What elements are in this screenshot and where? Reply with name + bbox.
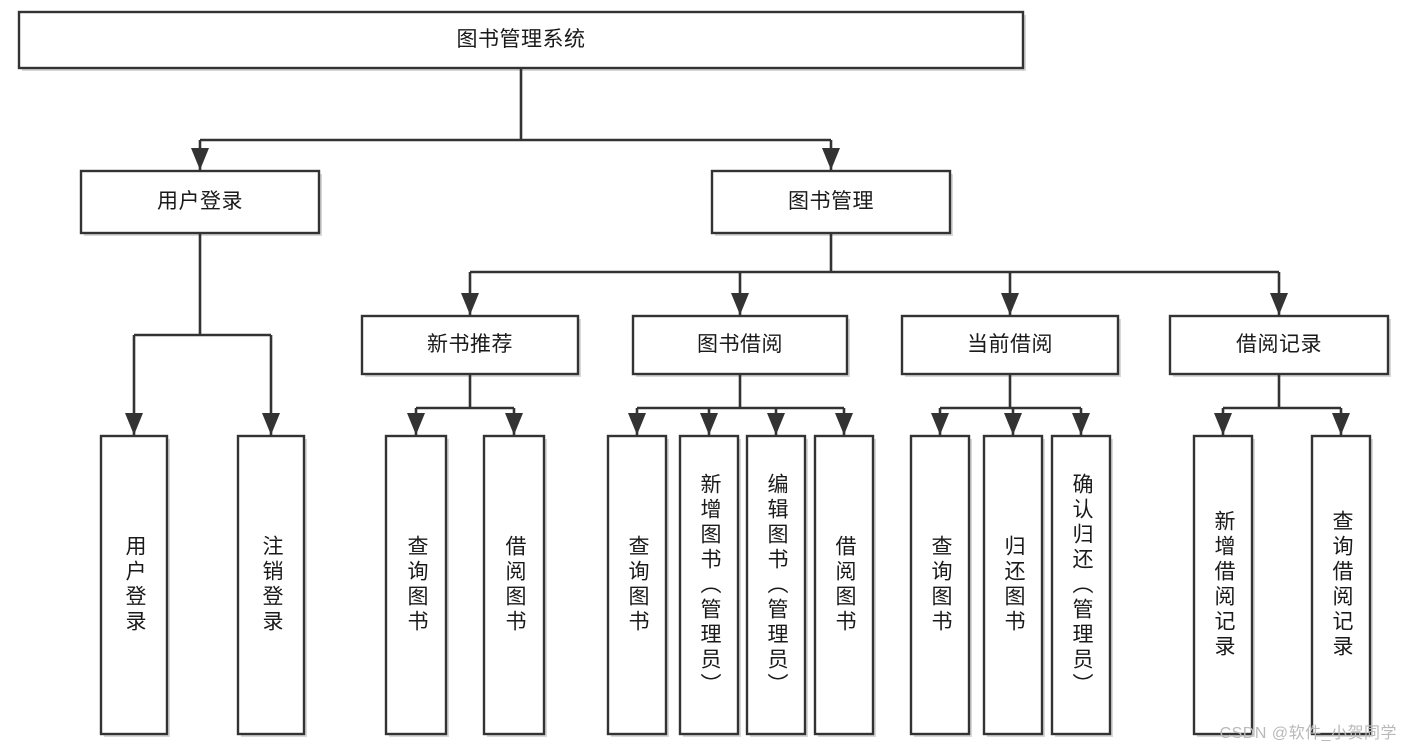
node-box-leaf-query-book-recommend[interactable] [384,434,448,736]
arrow-head-icon [191,148,209,170]
arrow-head-icon [505,413,523,435]
node-box-borrow-record[interactable] [1168,314,1390,376]
node-box-new-book-recommend[interactable] [360,314,580,376]
node-box-leaf-add-borrow-record[interactable] [1192,434,1254,736]
node-box-leaf-add-book[interactable] [678,434,740,736]
arrow-head-icon [125,413,143,435]
node-box-leaf-return-book[interactable] [982,434,1044,736]
node-box-leaf-user-login[interactable] [99,434,169,736]
node-box-user-login[interactable] [79,169,321,235]
node-box-book-borrow[interactable] [631,314,849,376]
node-box-leaf-logout[interactable] [236,434,306,736]
arrow-head-icon [767,413,785,435]
node-box-leaf-borrow-book-recommend[interactable] [482,434,546,736]
arrow-head-icon [1072,413,1090,435]
node-box-leaf-confirm-return[interactable] [1050,434,1112,736]
node-box-book-management[interactable] [710,169,952,235]
arrow-head-icon [461,293,479,315]
node-box-leaf-query-borrow-record[interactable] [1310,434,1372,736]
arrow-head-icon [731,293,749,315]
arrow-head-icon [1270,293,1288,315]
connectors-layer [125,68,1350,435]
arrow-head-icon [822,148,840,170]
arrow-head-icon [262,413,280,435]
arrow-head-icon [835,413,853,435]
node-box-leaf-borrow-book[interactable] [813,434,875,736]
node-box-leaf-edit-book[interactable] [745,434,807,736]
arrow-head-icon [1332,413,1350,435]
arrow-head-icon [1214,413,1232,435]
node-box-leaf-query-book-borrow[interactable] [606,434,668,736]
watermark-text: CSDN @软件_小贺同学 [1219,725,1397,742]
arrow-head-icon [407,413,425,435]
node-box-current-borrow[interactable] [900,314,1120,376]
arrow-head-icon [628,413,646,435]
arrow-head-icon [1004,413,1022,435]
boxes-layer [17,10,1391,737]
node-box-leaf-query-book-current[interactable] [909,434,971,736]
arrow-head-icon [931,413,949,435]
node-box-root[interactable] [17,10,1025,70]
arrow-head-icon [700,413,718,435]
arrow-head-icon [1001,293,1019,315]
